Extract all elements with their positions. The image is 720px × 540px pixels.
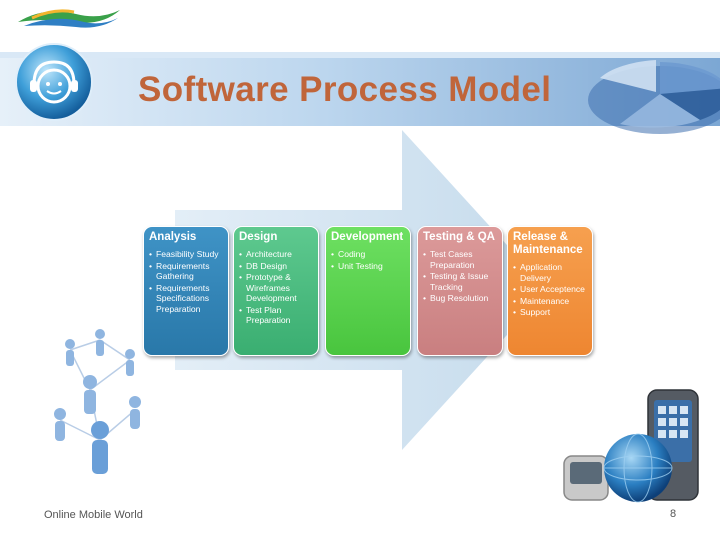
phase-card-design: Design Architecture DB Design Prototype … (233, 226, 319, 356)
phase-item: Architecture (239, 249, 313, 260)
phase-card-analysis: Analysis Feasibility Study Requirements … (143, 226, 229, 356)
phase-item: DB Design (239, 261, 313, 272)
phase-item: Maintenance (513, 296, 587, 307)
header-highlight (0, 52, 720, 58)
phase-item: Requirements Gathering (149, 261, 223, 282)
phase-items: Test Cases Preparation Testing & Issue T… (423, 249, 497, 304)
phase-card-testing-qa: Testing & QA Test Cases Preparation Test… (417, 226, 503, 356)
phase-item: Requirements Specifications Preparation (149, 283, 223, 315)
headset-globe-logo (15, 43, 93, 121)
mobile-phones-globe-decoration-icon (563, 389, 699, 503)
phase-item: Feasibility Study (149, 249, 223, 260)
phase-items: Application Delivery User Acceptence Mai… (513, 262, 587, 318)
page-number: 8 (670, 508, 677, 520)
slide-title: Software Process Model (138, 70, 552, 109)
phase-title: Testing & QA (423, 231, 495, 243)
phase-item: Test Plan Preparation (239, 305, 313, 326)
phase-item: Coding (331, 249, 405, 260)
phase-item: Bug Resolution (423, 293, 497, 304)
people-network-decoration-icon (54, 329, 141, 474)
pie-chart-decoration-icon (588, 60, 720, 134)
phase-item: Testing & Issue Tracking (423, 271, 497, 292)
phase-items: Feasibility Study Requirements Gathering… (149, 249, 223, 314)
phase-item: Unit Testing (331, 261, 405, 272)
phase-item: Prototype & Wireframes Development (239, 272, 313, 304)
phase-item: Support (513, 307, 587, 318)
phase-items: Architecture DB Design Prototype & Wiref… (239, 249, 313, 326)
phase-card-development: Development Coding Unit Testing (325, 226, 411, 356)
phase-title: Development (331, 231, 404, 243)
phase-card-release-maintenance: Release & Maintenance Application Delive… (507, 226, 593, 356)
process-diagram: Analysis Feasibility Study Requirements … (140, 128, 598, 458)
footer-text: Online Mobile World (44, 509, 143, 521)
phase-items: Coding Unit Testing (331, 249, 405, 271)
phase-item: User Acceptence (513, 284, 587, 295)
phase-title: Analysis (149, 231, 197, 243)
phase-item: Test Cases Preparation (423, 249, 497, 270)
phase-title: Design (239, 231, 278, 243)
phase-item: Application Delivery (513, 262, 587, 283)
brand-swoosh-logo (18, 9, 120, 28)
phase-title: Release & Maintenance (513, 231, 583, 256)
